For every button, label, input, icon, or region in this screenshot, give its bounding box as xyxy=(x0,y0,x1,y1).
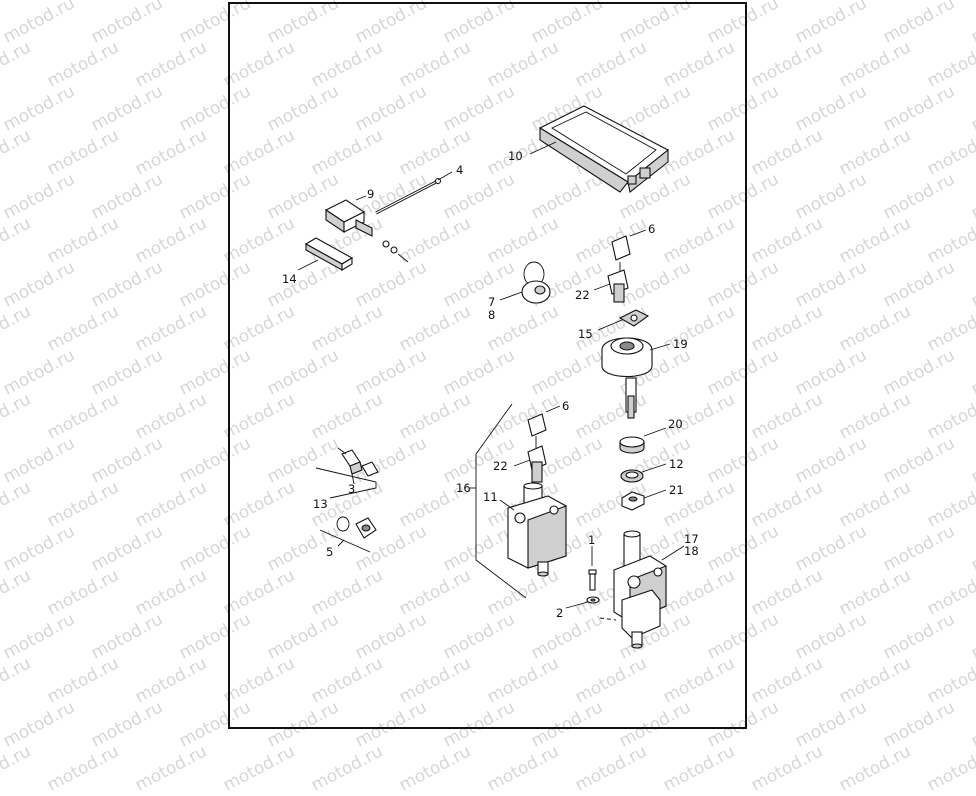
callout-16: 16 xyxy=(456,481,471,495)
key-ring-icon xyxy=(521,261,551,304)
callout-1: 1 xyxy=(588,533,595,547)
callout-14: 14 xyxy=(282,272,297,286)
bushing-icon xyxy=(619,436,645,454)
callout-20: 20 xyxy=(668,417,683,431)
bracket-clip-icon xyxy=(304,237,354,271)
callout-7: 7 xyxy=(488,295,495,309)
washer-icon xyxy=(586,596,600,604)
callout-17: 17 xyxy=(684,532,699,546)
exploded-parts-diagram: 10 4 9 14 xyxy=(282,105,699,649)
diagram-frame xyxy=(228,2,747,729)
watermark-text: motod.ru xyxy=(924,741,976,796)
callout-11: 11 xyxy=(483,490,498,504)
callout-21: 21 xyxy=(669,483,684,497)
ignition-switch-housing-icon xyxy=(507,482,567,577)
callout-9: 9 xyxy=(367,187,374,201)
callout-15: 15 xyxy=(578,327,593,341)
control-module-icon xyxy=(538,105,670,193)
watermark-text: motod.ru xyxy=(220,741,299,796)
sensor-plug-icon xyxy=(341,449,379,477)
watermark-text: motod.ru xyxy=(660,741,739,796)
callout-18: 18 xyxy=(684,544,699,558)
lock-plate-icon xyxy=(618,309,650,327)
callout-8: 8 xyxy=(488,308,495,322)
callout-6-upper: 6 xyxy=(648,222,655,236)
callout-10: 10 xyxy=(508,149,523,163)
callout-5: 5 xyxy=(326,545,333,559)
callout-13: 13 xyxy=(313,497,328,511)
watermark-text: motod.ru xyxy=(748,741,827,796)
callout-3: 3 xyxy=(348,482,355,496)
key-tag-icon xyxy=(527,413,547,437)
watermark-text: motod.ru xyxy=(44,741,123,796)
switch-cap-icon xyxy=(601,337,653,419)
callout-22-upper: 22 xyxy=(575,288,590,302)
key-tag-icon xyxy=(611,235,631,261)
key-icon xyxy=(527,436,547,483)
watermark-text: motod.ru xyxy=(572,741,651,796)
callout-19: 19 xyxy=(673,337,688,351)
retaining-ring-icon xyxy=(620,469,644,483)
callout-22-lower: 22 xyxy=(493,459,508,473)
nut-icon xyxy=(621,491,645,511)
fitting-with-oring-icon xyxy=(336,516,377,539)
watermark-text: motod.ru xyxy=(132,741,211,796)
watermark-text: motod.ru xyxy=(308,741,387,796)
callout-6-lower: 6 xyxy=(562,399,569,413)
callout-12: 12 xyxy=(669,457,684,471)
fork-lock-body-icon xyxy=(613,530,667,649)
callout-2: 2 xyxy=(556,606,563,620)
antenna-rod-icon xyxy=(375,177,442,215)
watermark-text: motod.ru xyxy=(836,741,915,796)
watermark-text: motod.ru xyxy=(484,741,563,796)
key-icon xyxy=(607,262,629,303)
watermark-text: motod.ru xyxy=(396,741,475,796)
watermark-text: motod.ru xyxy=(0,741,35,796)
bolt-icon xyxy=(588,569,597,591)
callout-4: 4 xyxy=(456,163,463,177)
connector-module-icon xyxy=(324,199,409,263)
